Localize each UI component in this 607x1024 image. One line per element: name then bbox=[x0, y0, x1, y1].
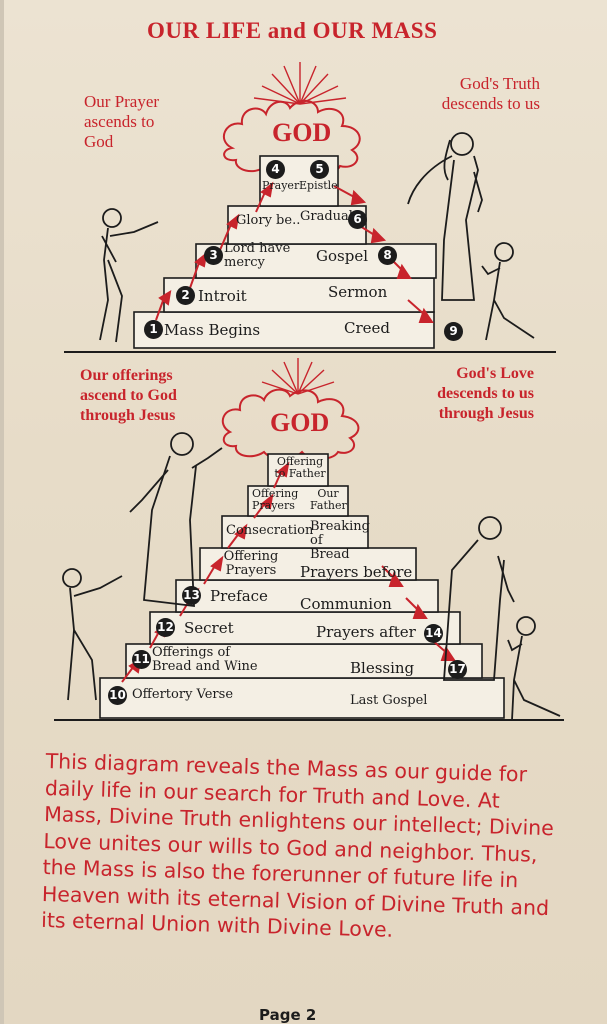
step-label: Gradual bbox=[300, 210, 353, 224]
step-label: Creed bbox=[344, 320, 390, 336]
step-label: Prayers after bbox=[316, 624, 416, 640]
step-badge: 6 bbox=[348, 210, 367, 229]
god-label-top: GOD bbox=[272, 118, 331, 148]
step-label: Prayer bbox=[262, 180, 299, 192]
caption-line: through Jesus bbox=[384, 404, 534, 424]
step-label: Mass Begins bbox=[164, 322, 260, 338]
step-label: Offering to Father bbox=[274, 456, 326, 480]
step-label: Our Father bbox=[310, 488, 346, 512]
step-badge: 1 bbox=[144, 320, 163, 339]
bottom-right-caption: God's Love descends to us through Jesus bbox=[384, 364, 534, 424]
kneeling-man-right-icon bbox=[482, 243, 534, 340]
step-badge: 5 bbox=[310, 160, 329, 179]
step-badge: 17 bbox=[448, 660, 467, 679]
step-badge: 13 bbox=[182, 586, 201, 605]
description-paragraph: This diagram reveals the Mass as our gui… bbox=[41, 748, 564, 948]
caption-line: God's Love bbox=[384, 364, 534, 384]
step-label: Offering Prayers bbox=[252, 488, 304, 512]
step-badge: 9 bbox=[444, 322, 463, 341]
step-label: Offertory Verse bbox=[132, 688, 233, 702]
step-label: Lord have mercy bbox=[224, 242, 302, 270]
step-label: Last Gospel bbox=[350, 694, 427, 708]
step-badge: 4 bbox=[266, 160, 285, 179]
step-label: Preface bbox=[210, 588, 268, 604]
caption-line: ascend to God bbox=[80, 386, 177, 406]
step-label: Offerings of Bread and Wine bbox=[152, 646, 272, 674]
step-label: Gospel bbox=[316, 248, 368, 264]
step-label: Offering Prayers bbox=[218, 550, 284, 578]
caption-line: through Jesus bbox=[80, 406, 177, 426]
step-label: Sermon bbox=[328, 284, 387, 300]
step-badge: 3 bbox=[204, 246, 223, 265]
bottom-left-caption: Our offerings ascend to God through Jesu… bbox=[80, 366, 177, 426]
step-badge: 2 bbox=[176, 286, 195, 305]
step-label: Secret bbox=[184, 620, 234, 636]
step-label: Epistle bbox=[299, 180, 338, 192]
booklet-page: OUR LIFE and OUR MASS Our Prayer ascends… bbox=[4, 0, 607, 1024]
step-label: Blessing bbox=[350, 660, 414, 676]
kneeling-man-bottom-right-icon bbox=[508, 617, 560, 720]
step-label: Consecration bbox=[226, 524, 313, 538]
god-label-bottom: GOD bbox=[270, 408, 329, 438]
step-badge: 11 bbox=[132, 650, 151, 669]
page-number: Page 2 bbox=[259, 1006, 316, 1024]
step-badge: 12 bbox=[156, 618, 175, 637]
step-badge: 14 bbox=[424, 624, 443, 643]
step-label: Glory be.. bbox=[236, 214, 300, 228]
caption-line: descends to us bbox=[384, 384, 534, 404]
step-badge: 10 bbox=[108, 686, 127, 705]
step-label: Introit bbox=[198, 288, 247, 304]
step-label: Prayers before Communion bbox=[300, 556, 420, 620]
step-badge: 8 bbox=[378, 246, 397, 265]
caption-line: Our offerings bbox=[80, 366, 177, 386]
